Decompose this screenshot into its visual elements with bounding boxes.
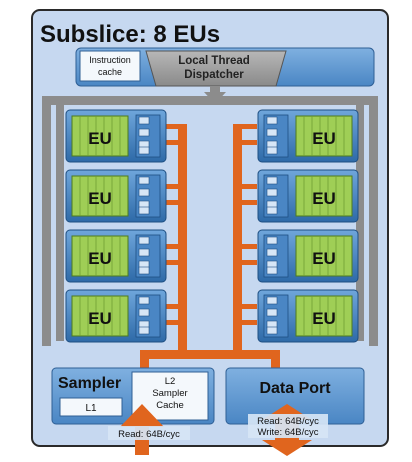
l2-label-line2: Sampler <box>152 388 187 399</box>
eu-unit-box <box>266 146 278 155</box>
eu-unit: EU <box>65 289 167 343</box>
eu-register-file <box>295 115 353 157</box>
input-arrow-shaft <box>210 86 220 92</box>
orange-to-sampler <box>140 350 149 370</box>
eu-label: EU <box>312 309 336 328</box>
orange-branch-left <box>164 260 187 265</box>
orange-branch-left <box>164 244 187 249</box>
eu-unit: EU <box>257 289 359 343</box>
orange-branch-left <box>164 184 187 189</box>
orange-branch-left <box>164 124 187 129</box>
l1-cache-box <box>59 397 123 417</box>
l2-label-line3: Cache <box>156 400 183 411</box>
eu-unit-box <box>266 116 278 125</box>
orange-branch-right <box>233 260 257 265</box>
orange-branch-right <box>233 184 257 189</box>
eu-unit: EU <box>257 169 359 223</box>
eu-label: EU <box>88 189 112 208</box>
eu-label: EU <box>88 249 112 268</box>
eu-unit-box <box>266 206 278 215</box>
eu-register-file <box>71 235 129 277</box>
eu-register-file <box>71 115 129 157</box>
eu-label: EU <box>312 249 336 268</box>
instruction-cache-label-line1: Instruction <box>89 55 131 65</box>
eu-unit-box <box>266 248 278 257</box>
orange-bottom-bar <box>140 350 280 359</box>
gray-bus <box>42 96 378 346</box>
eu-unit-box <box>138 326 150 335</box>
eu-unit-box <box>266 236 278 245</box>
orange-trunk-left <box>178 126 187 358</box>
eu-unit-box <box>138 296 150 305</box>
instruction-cache-box <box>79 50 141 82</box>
eu-register-file <box>71 175 129 217</box>
eu-register-file <box>295 235 353 277</box>
orange-branch-right <box>233 124 257 129</box>
dispatcher-shape <box>145 50 287 87</box>
eu-label: EU <box>88 309 112 328</box>
eu-unit-box <box>266 266 278 275</box>
dispatcher-label-line2: Dispatcher <box>184 69 244 81</box>
eu-unit-box <box>266 188 278 197</box>
eu-register-file <box>295 295 353 337</box>
eu-register-file <box>71 295 129 337</box>
eu-unit-box <box>138 308 150 317</box>
eu-unit-box <box>266 128 278 137</box>
orange-branch-left <box>164 320 187 325</box>
orange-branch-left <box>164 140 187 145</box>
instruction-cache-label-line2: cache <box>98 67 122 77</box>
eu-unit-box <box>266 176 278 185</box>
eu-unit-box <box>138 248 150 257</box>
data-port-label-box <box>248 414 328 438</box>
orange-bus <box>140 124 280 370</box>
orange-branch-right <box>233 140 257 145</box>
eu-unit-box <box>266 326 278 335</box>
data-port-title: Data Port <box>259 380 331 397</box>
eu-unit: EU <box>65 109 167 163</box>
dispatcher-label-line1: Local Thread <box>178 55 250 67</box>
orange-branch-right <box>233 304 257 309</box>
orange-branch-right <box>233 200 257 205</box>
eu-unit: EU <box>65 229 167 283</box>
eu-unit-box <box>138 206 150 215</box>
data-port-write-label: Write: 64B/cyc <box>257 427 318 438</box>
orange-trunk-right <box>233 126 242 358</box>
eu-unit: EU <box>65 169 167 223</box>
sampler-read-label: Read: 64B/cyc <box>118 429 180 440</box>
eu-register-file <box>295 175 353 217</box>
eu-unit: EU <box>257 229 359 283</box>
subslice-title: Subslice: 8 EUs <box>40 21 220 48</box>
eu-unit-box <box>138 266 150 275</box>
eu-label: EU <box>88 129 112 148</box>
sampler-read-label-box <box>108 426 190 440</box>
eu-unit-box <box>138 236 150 245</box>
orange-branch-right <box>233 320 257 325</box>
orange-branch-left <box>164 304 187 309</box>
eu-unit-box <box>138 146 150 155</box>
orange-branch-left <box>164 200 187 205</box>
orange-branch-right <box>233 244 257 249</box>
eu-unit-box <box>138 188 150 197</box>
sampler-title: Sampler <box>58 375 121 392</box>
l2-label-line1: L2 <box>165 376 176 387</box>
data-port-read-label: Read: 64B/cyc <box>257 416 319 427</box>
eu-unit-box <box>138 176 150 185</box>
eu-unit-box <box>138 116 150 125</box>
l1-cache-label: L1 <box>85 403 97 414</box>
eu-unit-box <box>266 308 278 317</box>
eu-unit-box <box>138 128 150 137</box>
orange-to-dataport <box>271 350 280 370</box>
eu-unit: EU <box>257 109 359 163</box>
eu-label: EU <box>312 129 336 148</box>
eu-label: EU <box>312 189 336 208</box>
eu-unit-box <box>266 296 278 305</box>
